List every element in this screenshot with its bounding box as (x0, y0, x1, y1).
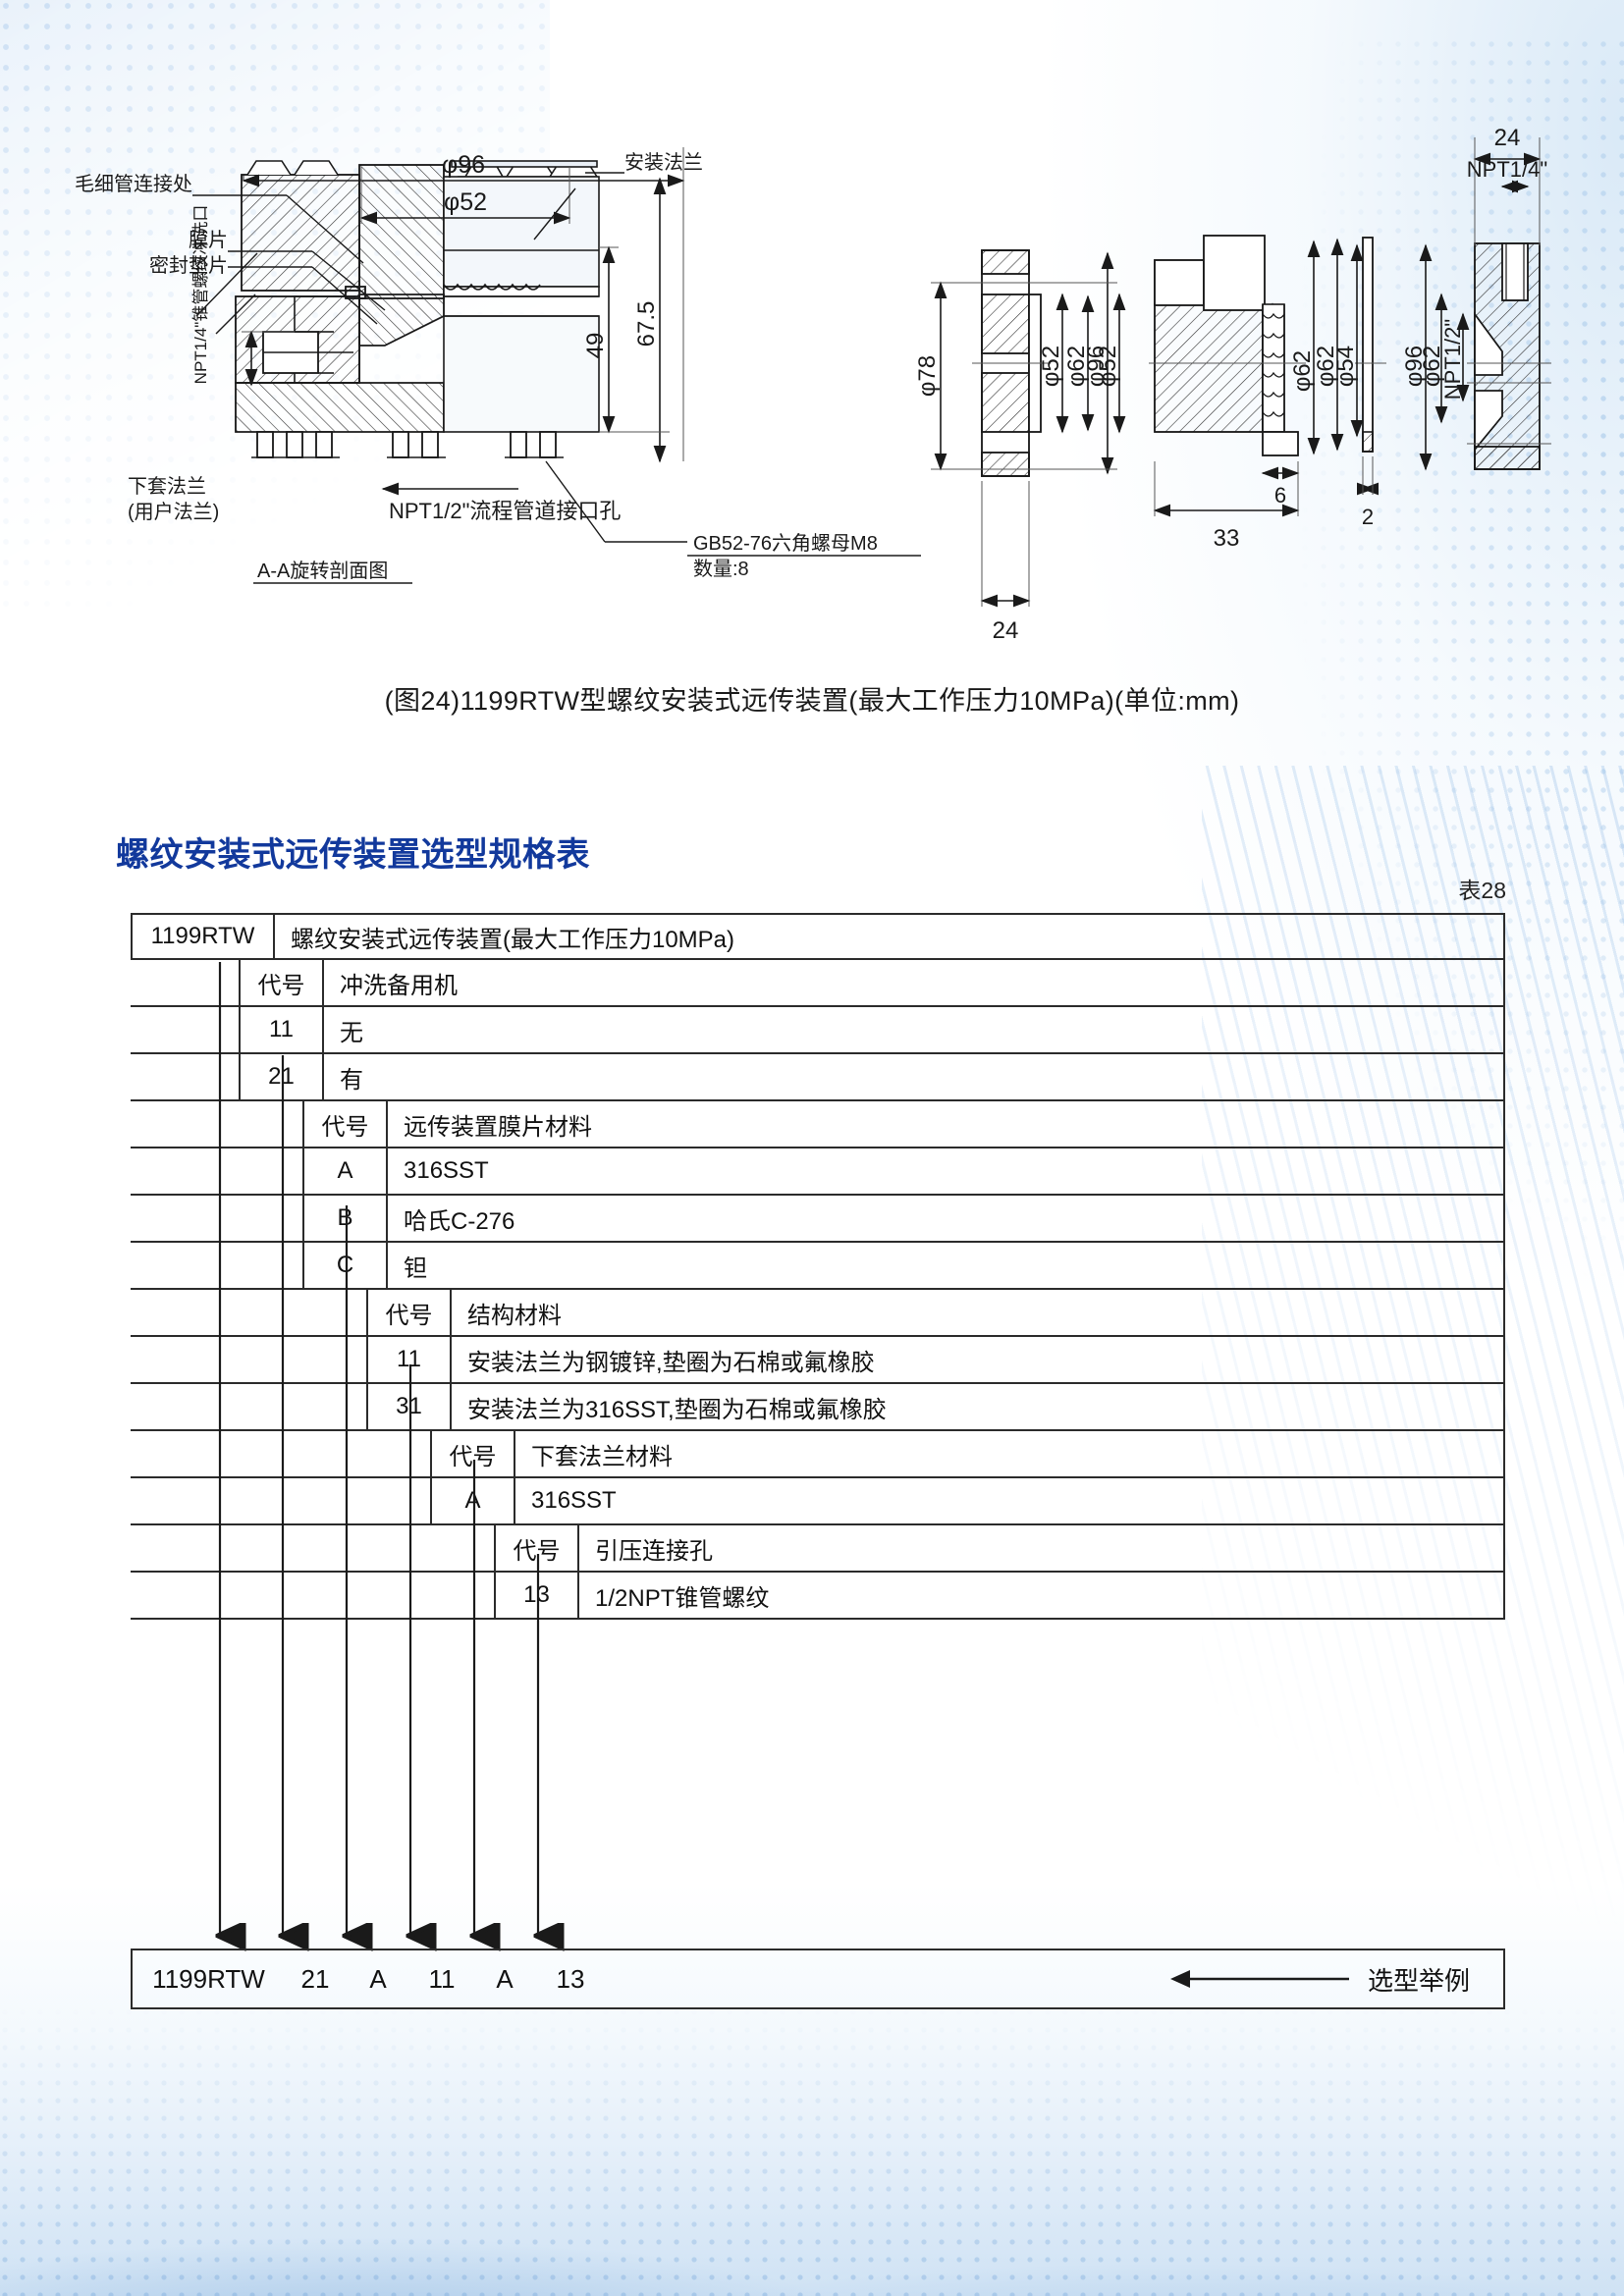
dim-c-d54: φ54 (1332, 346, 1359, 387)
background-bottom-wash (0, 1884, 1624, 2296)
label-process-port: NPT1/2"流程管道接口孔 (389, 499, 621, 523)
example-token: 13 (556, 1963, 585, 1994)
option-code: C (302, 1243, 386, 1288)
example-token: 11 (428, 1963, 456, 1994)
dim-a-24: 24 (993, 617, 1019, 644)
example-token: 1199RTW (152, 1963, 265, 1994)
option-desc: 安装法兰为316SST,垫圈为石棉或氟橡胶 (450, 1384, 1505, 1429)
table-row: 代号 下套法兰材料 (131, 1431, 1505, 1478)
table-row: B 哈氏C-276 (131, 1196, 1505, 1243)
figure-caption: (图24)1199RTW型螺纹安装式远传装置(最大工作压力10MPa)(单位:m… (384, 686, 1240, 716)
dim-b-33: 33 (1214, 525, 1240, 552)
option-code: 21 (239, 1054, 322, 1099)
table-row: 代号 引压连接孔 (131, 1525, 1505, 1573)
background-bottom-dots (0, 1972, 1624, 2296)
example-token: 21 (300, 1963, 330, 1994)
group-header-desc: 引压连接孔 (577, 1525, 1505, 1571)
dim-49: 49 (582, 333, 609, 359)
table-row: 代号 冲洗备用机 (131, 960, 1505, 1007)
selection-example-row: 1199RTW 21 A 11 A 13 选型举例 (131, 1949, 1505, 2009)
option-desc: 哈氏C-276 (386, 1196, 1505, 1241)
option-code: A (430, 1478, 514, 1523)
dim-675: 67.5 (633, 301, 660, 347)
drawing-svg: 毛细管连接处 膜片 密封垫片 安装法兰 下套法兰 (用户法兰) NPT1/2"流… (75, 125, 1551, 644)
label-flush-port: NPT1/4"锥管螺纹冲洗口 (191, 205, 210, 385)
table-number: 表28 (1458, 878, 1506, 903)
table-row: 21 有 (131, 1054, 1505, 1101)
table-row: A 316SST (131, 1478, 1505, 1525)
table-row: 31 安装法兰为316SST,垫圈为石棉或氟橡胶 (131, 1384, 1505, 1431)
dim-a-d52: φ52 (1038, 346, 1064, 387)
group-header-code: 代号 (239, 960, 322, 1005)
example-token: A (369, 1963, 387, 1994)
option-code: 31 (366, 1384, 450, 1429)
option-code: B (302, 1196, 386, 1241)
dim-d96-left: φ96 (442, 151, 485, 179)
option-code: 11 (239, 1007, 322, 1052)
option-desc: 安装法兰为钢镀锌,垫圈为石棉或氟橡胶 (450, 1337, 1505, 1382)
table-row: C 钽 (131, 1243, 1505, 1290)
dim-d52-left: φ52 (444, 188, 487, 216)
label-mounting-flange: 安装法兰 (624, 151, 703, 174)
group-header-desc: 远传装置膜片材料 (386, 1101, 1505, 1147)
group-header-code: 代号 (366, 1290, 450, 1335)
dim-b-d52: φ52 (1095, 346, 1121, 387)
dim-a-d78: φ78 (914, 355, 941, 397)
option-code: 13 (494, 1573, 577, 1618)
dim-b-6: 6 (1274, 483, 1286, 507)
dim-d-npt12: NPT1/2" (1440, 319, 1465, 400)
dim-d-24: 24 (1494, 125, 1521, 151)
table-row: 1199RTW 螺纹安装式远传装置(最大工作压力10MPa) (131, 913, 1505, 960)
table-row: 代号 远传装置膜片材料 (131, 1101, 1505, 1148)
group-header-code: 代号 (302, 1101, 386, 1147)
dim-c-2: 2 (1362, 505, 1374, 529)
spec-table: 1199RTW 螺纹安装式远传装置(最大工作压力10MPa) 代号 冲洗备用机 … (131, 913, 1505, 1620)
model-code: 1199RTW (131, 915, 273, 958)
option-desc: 有 (322, 1054, 1505, 1099)
label-lower-flange-1: 下套法兰 (128, 475, 206, 498)
technical-drawing-figure: 毛细管连接处 膜片 密封垫片 安装法兰 下套法兰 (用户法兰) NPT1/2"流… (0, 0, 1624, 746)
label-nut-1: GB52-76六角螺母M8 (693, 532, 878, 555)
option-code: 11 (366, 1337, 450, 1382)
option-desc: 316SST (386, 1148, 1505, 1194)
table-row: 11 安装法兰为钢镀锌,垫圈为石棉或氟橡胶 (131, 1337, 1505, 1384)
option-desc: 1/2NPT锥管螺纹 (577, 1573, 1505, 1618)
table-row: 代号 结构材料 (131, 1290, 1505, 1337)
page-title: 螺纹安装式远传装置选型规格表 (116, 836, 590, 874)
background-bottom-wave (0, 2051, 1624, 2296)
dim-b-d62: φ62 (1289, 350, 1316, 392)
option-desc: 无 (322, 1007, 1505, 1052)
group-header-desc: 冲洗备用机 (322, 960, 1505, 1005)
label-section-view: A-A旋转剖面图 (257, 560, 388, 582)
example-token: A (496, 1963, 514, 1994)
option-desc: 316SST (514, 1478, 1505, 1523)
table-row: 13 1/2NPT锥管螺纹 (131, 1573, 1505, 1620)
option-code: A (302, 1148, 386, 1194)
group-header-code: 代号 (494, 1525, 577, 1571)
group-header-desc: 结构材料 (450, 1290, 1505, 1335)
group-header-code: 代号 (430, 1431, 514, 1476)
label-gasket: 密封垫片 (149, 254, 228, 277)
option-desc: 钽 (386, 1243, 1505, 1288)
table-row: A 316SST (131, 1148, 1505, 1196)
label-capillary: 毛细管连接处 (75, 173, 192, 195)
table-row: 11 无 (131, 1007, 1505, 1054)
label-nut-2: 数量:8 (693, 558, 749, 580)
dim-d-npt14: NPT1/4" (1467, 157, 1547, 182)
model-desc: 螺纹安装式远传装置(最大工作压力10MPa) (273, 915, 1505, 958)
example-label: 选型举例 (1367, 1965, 1470, 1996)
example-pointer-arrow (1169, 1970, 1349, 1988)
label-lower-flange-2: (用户法兰) (128, 501, 219, 523)
group-header-desc: 下套法兰材料 (514, 1431, 1505, 1476)
